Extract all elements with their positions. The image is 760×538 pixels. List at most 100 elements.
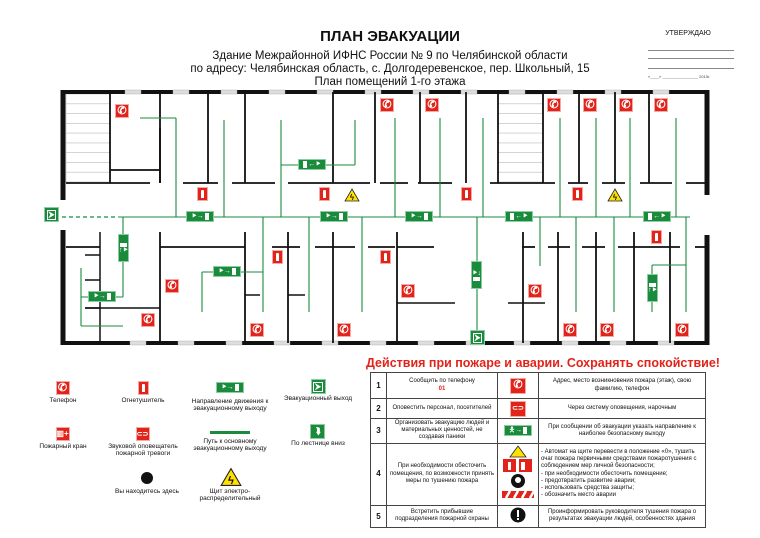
table-row: 3 Организовать эвакуацию людей и материа… bbox=[370, 418, 706, 444]
window bbox=[321, 340, 339, 346]
window bbox=[177, 340, 195, 346]
exit-direction-icon: ←⯈ bbox=[505, 211, 533, 222]
row-number: 1 bbox=[370, 372, 387, 399]
electrical-panel-icon: ϟ bbox=[219, 467, 242, 487]
legend-label: По лестнице вниз bbox=[291, 440, 345, 447]
row-detail: Через систему оповещения, нарочным bbox=[538, 398, 706, 419]
window bbox=[225, 340, 243, 346]
extinguisher-icon bbox=[319, 187, 330, 201]
phone-icon: ✆ bbox=[547, 98, 561, 112]
phone-icon: ✆ bbox=[619, 98, 633, 112]
extinguisher-icon bbox=[461, 187, 472, 201]
window bbox=[220, 89, 238, 95]
exit-direction-icon: ⯈→ bbox=[186, 211, 214, 222]
emergency-exit-icon: ⮞ bbox=[44, 207, 59, 222]
exit-direction-icon: ⯈→ bbox=[405, 211, 433, 222]
emergency-exit-icon: ⮞ bbox=[470, 330, 485, 345]
phone-icon: ✆ bbox=[55, 381, 70, 395]
staircase bbox=[65, 93, 111, 183]
stairs-down-icon: ⮯ bbox=[310, 424, 325, 439]
extinguisher-icon bbox=[572, 187, 583, 201]
legend-label: Огнетушитель bbox=[121, 397, 165, 404]
window bbox=[657, 340, 675, 346]
exit-direction-icon: ⯈→ bbox=[320, 211, 348, 222]
window bbox=[652, 89, 670, 95]
legend-label: Пожарный кран bbox=[39, 443, 87, 450]
staircase bbox=[497, 93, 544, 183]
phone-icon: ✆ bbox=[563, 323, 577, 337]
window bbox=[316, 89, 334, 95]
phone-icon: ✆ bbox=[401, 284, 415, 298]
extinguisher-icon bbox=[137, 381, 149, 395]
window bbox=[604, 89, 622, 95]
svg-text:ϟ: ϟ bbox=[350, 193, 355, 202]
legend-label: Щит электро-распределительный bbox=[199, 488, 261, 503]
extinguisher-icon bbox=[380, 250, 391, 264]
phone-icon: ✆ bbox=[337, 323, 351, 337]
building-address: по адресу: Челябинская область, с. Долго… bbox=[190, 63, 590, 75]
detail-line: - обозначить место аварии bbox=[541, 492, 616, 499]
table-row: 5 Встретить прибывшие подразделения пожа… bbox=[370, 504, 706, 528]
legend-label: Эвакуационный выход bbox=[283, 395, 353, 402]
window bbox=[561, 340, 579, 346]
detail-line: - при необходимости обесточить помещение… bbox=[541, 470, 668, 477]
approval-label: УТВЕРЖДАЮ bbox=[665, 30, 711, 37]
table-row: 2 Оповестить персонал, посетителей ⊂⊃ Че… bbox=[370, 398, 706, 419]
electrical-panel-icon: ϟ bbox=[344, 188, 360, 202]
row-number: 5 bbox=[370, 504, 387, 528]
row-number: 4 bbox=[370, 442, 387, 506]
signature-line bbox=[648, 50, 734, 51]
exit-direction-icon: ⯈→ bbox=[216, 382, 244, 393]
window bbox=[124, 89, 142, 95]
phone-icon: ✆ bbox=[654, 98, 668, 112]
exit-direction-icon: ⯈↓ bbox=[471, 261, 482, 289]
window bbox=[556, 89, 574, 95]
phone-icon: ✆ bbox=[528, 284, 542, 298]
you-are-here-icon bbox=[141, 472, 153, 484]
phone-icon: ✆ bbox=[510, 377, 526, 394]
attention-icon bbox=[510, 507, 526, 523]
row-icon: ✆ bbox=[497, 372, 539, 399]
extinguisher-icon bbox=[651, 230, 662, 244]
window bbox=[513, 340, 531, 346]
fire-alarm-icon: ⊂⊃ bbox=[510, 400, 526, 417]
phone-icon: ✆ bbox=[600, 323, 614, 337]
row-detail: При сообщении об эвакуации указать напра… bbox=[538, 418, 706, 444]
window bbox=[417, 340, 435, 346]
window bbox=[172, 89, 190, 95]
exit-direction-icon: ←⯈ bbox=[643, 211, 671, 222]
action-text: Сообщить по телефону bbox=[409, 378, 475, 385]
legend-label: Путь к основному эвакуационному выходу bbox=[193, 438, 267, 453]
svg-text:ϟ: ϟ bbox=[228, 475, 234, 487]
legend-label: Звуковой оповещатель пожарной тревоги bbox=[108, 443, 178, 458]
actions-title: Действия при пожаре и аварии. Сохранять … bbox=[366, 356, 720, 370]
phone-icon: ✆ bbox=[141, 313, 155, 327]
building-name: Здание Межрайонной ИФНС России № 9 по Че… bbox=[212, 50, 568, 62]
row-detail: Адрес, место возникновения пожара (этаж)… bbox=[538, 372, 706, 399]
row-action: Организовать эвакуацию людей и материаль… bbox=[386, 418, 498, 444]
row-action: При необходимости обесточить помещения, … bbox=[386, 442, 498, 506]
exit-direction-icon: ⯈→ bbox=[213, 266, 241, 277]
table-row: 4 При необходимости обесточить помещения… bbox=[370, 442, 706, 506]
window bbox=[412, 89, 430, 95]
row-icon: ⊂⊃ bbox=[497, 398, 539, 419]
row-number: 3 bbox=[370, 418, 387, 444]
row-icon bbox=[497, 442, 539, 506]
signature-line bbox=[648, 58, 734, 59]
hazard-tape-icon bbox=[502, 490, 534, 498]
phone-icon: ✆ bbox=[115, 104, 129, 118]
exit-direction-icon: ↑⯈ bbox=[647, 274, 658, 302]
window bbox=[460, 89, 478, 95]
fire-hydrant-icon: ▥+ bbox=[55, 427, 70, 441]
exit-direction-icon: ⯈→ bbox=[88, 291, 116, 302]
phone-icon: ✆ bbox=[675, 323, 689, 337]
row-action: Оповестить персонал, посетителей bbox=[386, 398, 498, 419]
detail-line: - Автомат на щите перевести в положение … bbox=[541, 449, 697, 470]
floor-label: План помещений 1-го этажа bbox=[314, 76, 466, 88]
evacuation-path-icon bbox=[210, 431, 250, 434]
legend-label: Вы находитесь здесь bbox=[115, 488, 179, 495]
window bbox=[508, 89, 526, 95]
row-number: 2 bbox=[370, 398, 387, 419]
